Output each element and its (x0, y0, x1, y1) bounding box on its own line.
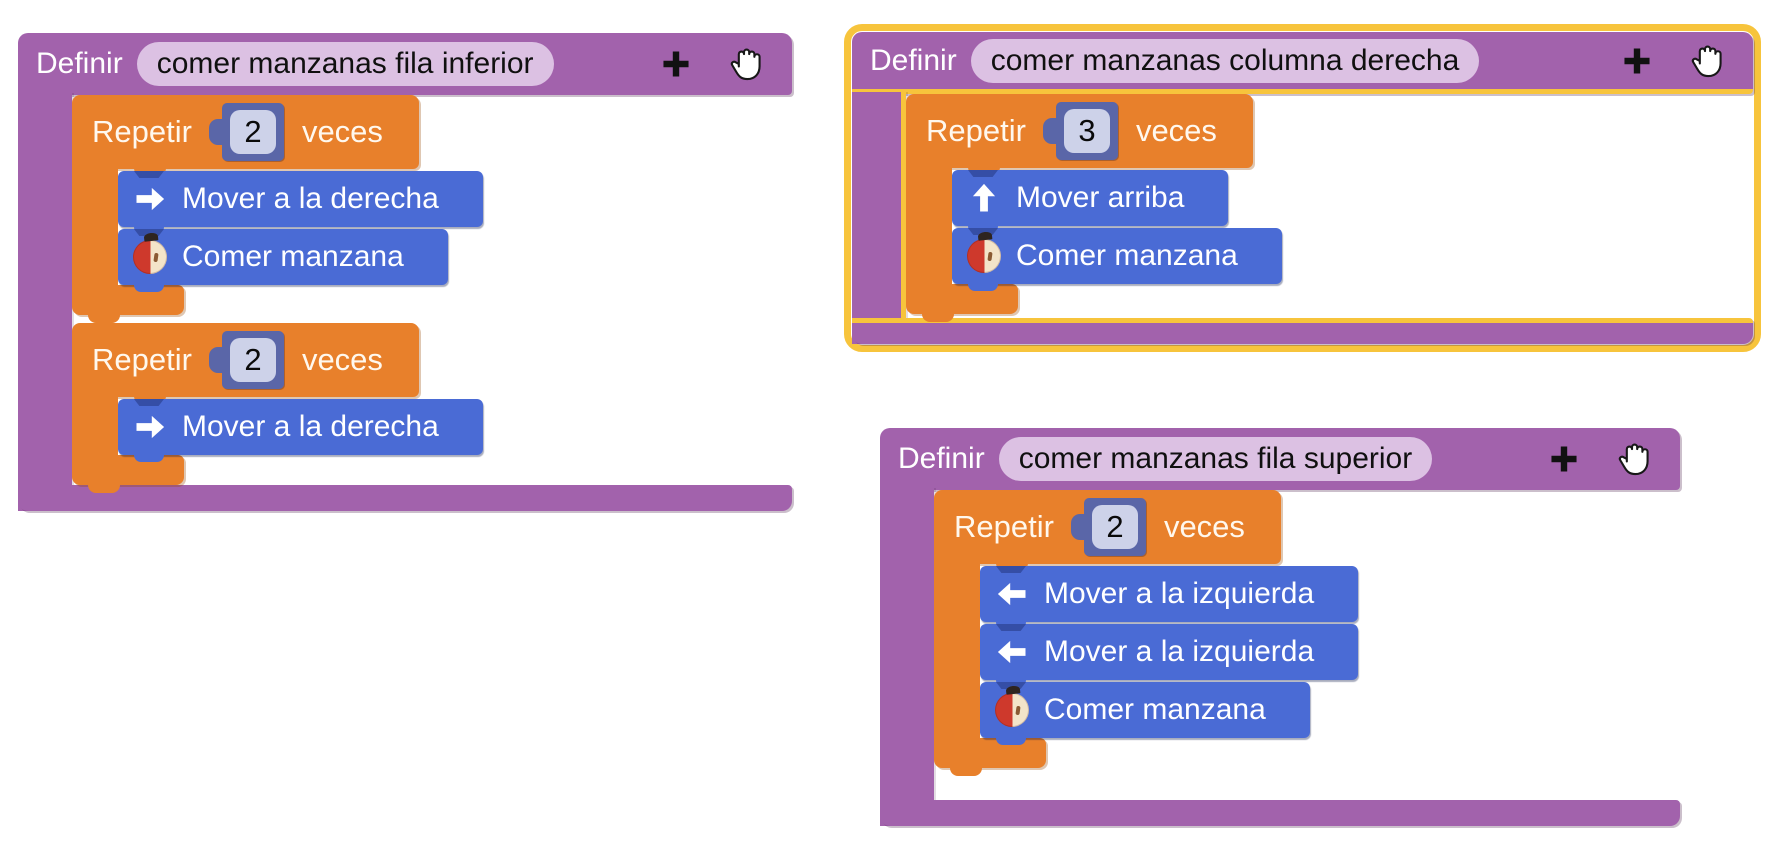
repeat-foot (72, 285, 184, 315)
repeat-label: Repetir (92, 342, 192, 377)
repeat-count-field[interactable]: 2 (229, 110, 276, 154)
definir-label: Definir (898, 442, 985, 475)
repeat-spine (72, 167, 118, 285)
add-parameter-button[interactable] (660, 48, 692, 80)
statement-label: Mover a la izquierda (1044, 577, 1315, 610)
function-name-field[interactable]: comer manzanas columna derecha (970, 38, 1480, 83)
repeat-spine (934, 562, 980, 738)
repeat-count-block[interactable]: 3 (1042, 102, 1118, 160)
statement-block[interactable]: Mover a la derecha (118, 171, 483, 234)
connector-tab (88, 314, 120, 323)
repeat-count-block[interactable]: 2 (208, 103, 284, 161)
arrow-right-icon (118, 181, 182, 217)
function-name-field[interactable]: comer manzanas fila superior (998, 437, 1433, 481)
arrow-up-icon (952, 180, 1016, 216)
function-header[interactable]: Definir comer manzanas fila inferior (18, 33, 792, 95)
plus-icon (1551, 446, 1577, 472)
apple-icon (952, 239, 1016, 273)
statement-label: Mover a la derecha (182, 182, 439, 215)
function-block-columna-derecha[interactable]: Definir comer manzanas columna derecha R… (844, 24, 1761, 352)
arrow-left-icon (980, 576, 1044, 612)
block-spine (852, 92, 906, 344)
hand-grab-icon[interactable] (724, 43, 766, 85)
connector-tab (88, 484, 120, 493)
connector-tab (922, 313, 954, 322)
repeat-count-field[interactable]: 2 (229, 338, 276, 382)
repeat-block-bar[interactable]: Repetir 2 veces (934, 490, 1281, 564)
repeat-times-label: veces (1135, 113, 1217, 148)
repeat-label: Repetir (92, 114, 192, 149)
definir-label: Definir (36, 47, 123, 80)
repeat-count-field[interactable]: 2 (1091, 505, 1138, 549)
statement-block[interactable]: Mover a la izquierda (980, 566, 1359, 629)
repeat-times-label: veces (1163, 509, 1245, 544)
hand-grab-icon[interactable] (1612, 438, 1654, 480)
repeat-spine (72, 395, 118, 455)
statement-block[interactable]: Mover a la derecha (118, 399, 483, 462)
connector-tab (950, 767, 982, 776)
statement-label: Mover arriba (1016, 181, 1185, 214)
repeat-count-block[interactable]: 2 (208, 331, 284, 389)
apple-icon (118, 240, 182, 274)
block-bottom-bar (880, 800, 1680, 826)
arrow-left-icon (980, 634, 1044, 670)
add-parameter-button[interactable] (1548, 443, 1580, 475)
repeat-foot (934, 738, 1046, 768)
hand-grab-icon[interactable] (1685, 40, 1727, 82)
repeat-block-bar[interactable]: Repetir 3 veces (906, 94, 1253, 168)
repeat-foot (72, 455, 184, 485)
plus-icon (663, 51, 689, 77)
statement-label: Mover a la izquierda (1044, 635, 1315, 668)
statement-block[interactable]: Comer manzana (118, 229, 448, 292)
block-bottom-bar (18, 485, 792, 511)
block-bottom-bar (852, 318, 1753, 344)
repeat-label: Repetir (954, 509, 1054, 544)
function-block-fila-superior[interactable]: Definir comer manzanas fila superior Rep… (880, 428, 1680, 826)
repeat-times-label: veces (301, 114, 383, 149)
statement-block[interactable]: Mover arriba (952, 170, 1229, 233)
function-name-field[interactable]: comer manzanas fila inferior (136, 42, 554, 86)
statement-label: Comer manzana (1016, 239, 1238, 272)
repeat-foot (906, 284, 1018, 314)
statement-block[interactable]: Comer manzana (952, 228, 1282, 291)
apple-icon (980, 693, 1044, 727)
block-spine (880, 488, 934, 826)
function-header[interactable]: Definir comer manzanas fila superior (880, 428, 1680, 490)
statement-label: Comer manzana (1044, 693, 1266, 726)
repeat-label: Repetir (926, 113, 1026, 148)
repeat-block-bar[interactable]: Repetir 2 veces (72, 95, 419, 169)
statement-block[interactable]: Mover a la izquierda (980, 624, 1359, 687)
statement-label: Comer manzana (182, 240, 404, 273)
function-header[interactable]: Definir comer manzanas columna derecha (852, 32, 1753, 94)
statement-block[interactable]: Comer manzana (980, 682, 1310, 745)
repeat-block-bar[interactable]: Repetir 2 veces (72, 323, 419, 397)
definir-label: Definir (870, 43, 957, 77)
repeat-count-field[interactable]: 3 (1063, 109, 1110, 153)
add-parameter-button[interactable] (1621, 45, 1653, 77)
repeat-spine (906, 166, 952, 284)
statement-label: Mover a la derecha (182, 410, 439, 443)
block-spine (18, 93, 72, 511)
plus-icon (1624, 47, 1650, 74)
function-block-fila-inferior[interactable]: Definir comer manzanas fila inferior Rep… (18, 33, 792, 511)
repeat-times-label: veces (301, 342, 383, 377)
repeat-count-block[interactable]: 2 (1070, 498, 1146, 556)
arrow-right-icon (118, 409, 182, 445)
